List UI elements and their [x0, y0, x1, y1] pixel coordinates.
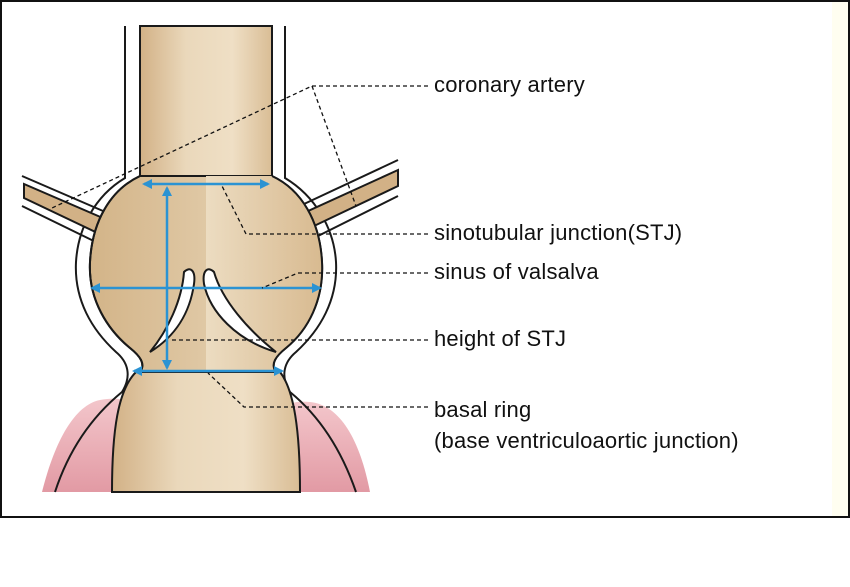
aortic-root-diagram [0, 0, 850, 518]
label-sinus-of-valsalva: sinus of valsalva [434, 259, 599, 284]
label-coronary-artery: coronary artery [434, 72, 585, 97]
coronary-artery-right [304, 168, 399, 228]
lvot [110, 371, 302, 493]
label-basal-ring-subtitle: (base ventriculoaortic junction) [434, 428, 739, 453]
leader-sinus [261, 272, 428, 289]
ventricle-wall-right [290, 401, 370, 492]
leader-stj [221, 185, 428, 235]
label-basal-ring: basal ring [434, 397, 532, 422]
ventricle-wall [42, 398, 125, 492]
valve-leaflet-right [202, 268, 277, 353]
label-sinotubular-junction: sinotubular junction(STJ) [434, 220, 683, 245]
side-panel [832, 1, 850, 517]
figure-border [0, 0, 850, 518]
leader-basal-ring [207, 372, 428, 408]
coronary-artery-right-wall [303, 159, 399, 237]
ascending-aorta [139, 25, 273, 177]
label-height-of-stj: height of STJ [434, 326, 567, 351]
coronary-artery-left-wall [21, 175, 111, 247]
sinus-outline [88, 175, 324, 373]
leader-coronary-artery [51, 85, 428, 209]
figure-frame: coronary artery sinotubular junction(STJ… [0, 0, 850, 518]
